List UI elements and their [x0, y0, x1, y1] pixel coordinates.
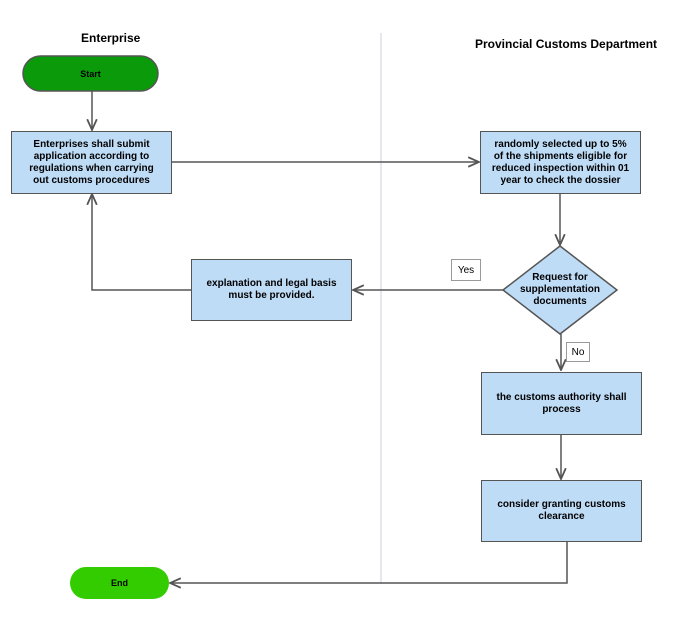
end-terminator-shape: [70, 567, 169, 599]
decision-diamond-shape: [501, 245, 619, 335]
lane-title-enterprise: Enterprise: [81, 31, 141, 45]
no-label: No: [566, 342, 590, 362]
connector-clearance-to-end: [170, 541, 568, 583]
customs-clearance-node: consider granting customs clearance: [481, 480, 642, 542]
submit-application-node: Enterprises shall submit application acc…: [11, 131, 172, 194]
customs-process-node: the customs authority shall process: [481, 372, 642, 435]
explanation-node: explanation and legal basis must be prov…: [191, 259, 352, 321]
lane-title-customs: Provincial Customs Department: [475, 37, 658, 51]
connector-explanation-to-submit: [92, 194, 191, 291]
yes-label: Yes: [451, 259, 481, 281]
start-node: Start: [80, 68, 101, 79]
random-selection-node: randomly selected up to 5% of the shipme…: [480, 131, 641, 194]
start-terminator-shape: [22, 55, 159, 92]
end-node: End: [111, 578, 128, 588]
decision-node-label: Request for supplementation documents: [519, 272, 600, 307]
